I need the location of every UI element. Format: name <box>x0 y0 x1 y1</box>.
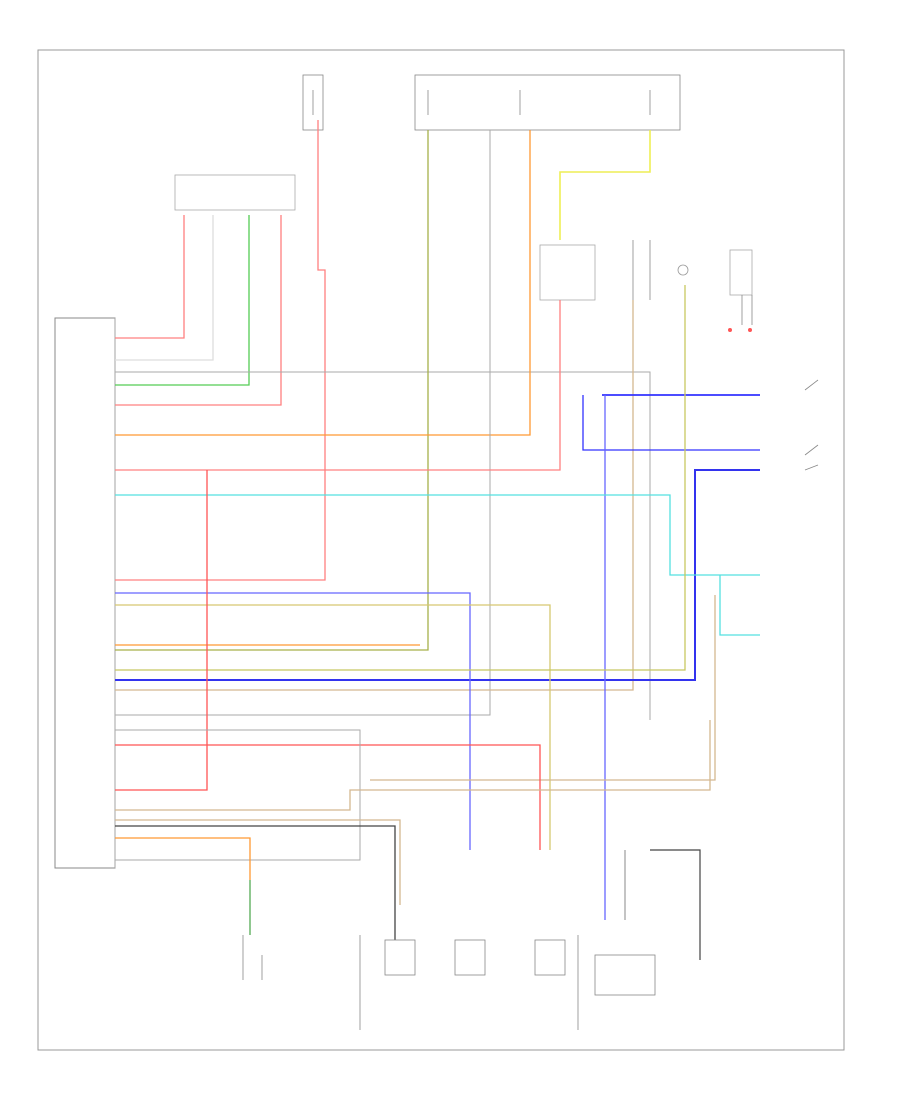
component-module-bottom-right <box>594 954 656 996</box>
wire-gray-top <box>115 371 651 720</box>
wire-yellow-lower-2 <box>115 285 686 671</box>
wire-switch-red-2 <box>115 215 282 406</box>
wire-switch-white <box>115 215 214 361</box>
wire-yellow-green-long <box>115 130 429 651</box>
switch-bracket <box>174 174 296 211</box>
wire-red-ignition <box>115 120 326 581</box>
wire-blue-long <box>115 469 760 681</box>
wire-red-lower-2 <box>115 744 541 850</box>
wire-orange-top <box>115 130 531 436</box>
wire-black-lower <box>115 825 396 940</box>
fuse-box-left <box>302 74 324 131</box>
wire-yellow-lower <box>115 604 551 850</box>
wire-switch-red <box>115 215 185 339</box>
sensor-switch-far-right <box>729 249 753 325</box>
switch-right-small <box>804 379 819 471</box>
control-unit-body <box>54 317 116 869</box>
relay-box <box>539 244 596 301</box>
relay-switch-right <box>632 240 689 300</box>
wire-tan-lower-2 <box>115 819 401 905</box>
wire-light-blue-2 <box>719 575 760 636</box>
wire-gray-center <box>115 130 491 716</box>
wire-switch-green <box>115 215 250 386</box>
wire-yellow-relay <box>559 130 651 240</box>
wire-gray-box-bottom <box>115 729 361 861</box>
diagram-frame <box>37 49 845 1051</box>
component-sensor-center <box>454 939 486 976</box>
component-sensor-right <box>534 939 566 976</box>
wire-tan-right <box>115 300 634 691</box>
wire-light-blue <box>115 494 760 576</box>
wire-blue-right-mid <box>582 395 760 451</box>
wire-tan-lower <box>115 720 711 811</box>
fuse-box-center <box>414 74 681 131</box>
ground-symbol-right <box>728 328 752 332</box>
wire-orange-lower <box>115 837 251 880</box>
wire-black-bottom-right <box>650 849 701 960</box>
wire-red-lower <box>115 470 208 791</box>
wire-blue-cu <box>115 592 471 850</box>
wire-tan-right-long <box>370 595 716 781</box>
wire-relay-red <box>115 300 561 471</box>
switch-bottom-left <box>242 935 263 980</box>
component-sensor-left <box>384 939 416 976</box>
